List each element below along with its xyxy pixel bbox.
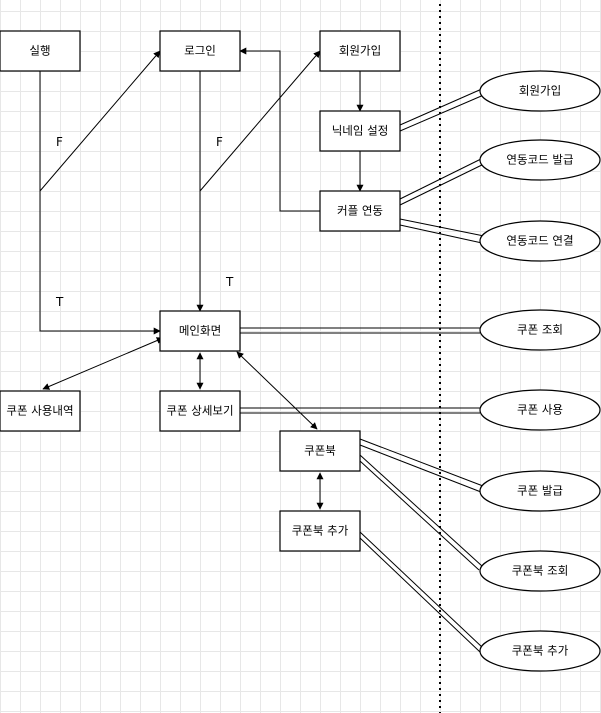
svg-text:커플 연동: 커플 연동: [337, 204, 383, 218]
svg-text:로그인: 로그인: [184, 44, 216, 58]
edge-label-run-false: F: [56, 135, 63, 149]
node-run: 실행: [0, 30, 81, 72]
svg-text:쿠폰북 조회: 쿠폰북 조회: [512, 564, 569, 578]
double-line-detail-coupon-use: [240, 407, 480, 414]
svg-text:쿠폰 사용내역: 쿠폰 사용내역: [6, 404, 73, 418]
svg-text:메인화면: 메인화면: [179, 324, 221, 338]
svg-text:쿠폰 발급: 쿠폰 발급: [517, 484, 563, 498]
double-line-nickname-signup: [399, 87, 487, 132]
double-line-couponbook-add-oval: [359, 531, 484, 653]
svg-text:연동코드 발급: 연동코드 발급: [506, 153, 573, 167]
node-couponbook-add: 쿠폰북 추가: [279, 510, 361, 552]
node-signup: 회원가입: [319, 30, 401, 72]
oval-code-issue: 연동코드 발급: [479, 139, 601, 181]
node-nickname: 닉네임 설정: [319, 110, 401, 152]
svg-text:쿠폰북 추가: 쿠폰북 추가: [292, 524, 349, 538]
oval-signup: 회원가입: [479, 70, 601, 112]
node-login: 로그인: [159, 30, 241, 72]
double-line-main-coupon-view: [240, 327, 480, 334]
oval-code-link: 연동코드 연결: [479, 220, 601, 262]
svg-text:연동코드 연결: 연동코드 연결: [506, 234, 573, 248]
double-line-couple-code-issue: [399, 156, 489, 206]
edge-login-to-signup: [199, 50, 321, 192]
double-line-couponbook-couponbook-view: [359, 454, 483, 571]
svg-text:닉네임 설정: 닉네임 설정: [332, 124, 389, 138]
svg-text:실행: 실행: [29, 44, 50, 58]
edge-main-history: [42, 337, 164, 390]
svg-text:쿠폰 조회: 쿠폰 조회: [517, 323, 563, 337]
node-couponbook: 쿠폰북: [279, 430, 361, 472]
edge-run-to-main: [39, 191, 161, 335]
edge-couple-to-login: [239, 47, 320, 212]
edge-label-run-true: T: [55, 295, 64, 309]
svg-text:쿠폰북 추가: 쿠폰북 추가: [512, 644, 569, 658]
double-line-couple-code-link: [399, 218, 485, 244]
svg-text:쿠폰 상세보기: 쿠폰 상세보기: [166, 404, 233, 418]
oval-couponbook-add: 쿠폰북 추가: [479, 630, 601, 672]
svg-text:회원가입: 회원가입: [519, 84, 561, 98]
oval-coupon-issue: 쿠폰 발급: [479, 470, 601, 512]
node-couple: 커플 연동: [319, 190, 401, 232]
double-line-couponbook-coupon-issue: [359, 438, 484, 493]
edge-label-login-false: F: [216, 135, 223, 149]
edge-main-couponbook: [236, 351, 318, 430]
svg-text:쿠폰 사용: 쿠폰 사용: [517, 403, 563, 417]
node-main: 메인화면: [159, 310, 241, 352]
node-history: 쿠폰 사용내역: [0, 390, 81, 432]
svg-text:쿠폰북: 쿠폰북: [304, 444, 336, 458]
connectors: [39, 47, 489, 653]
edge-label-login-true: T: [225, 275, 234, 289]
svg-text:회원가입: 회원가입: [339, 44, 381, 58]
oval-coupon-view: 쿠폰 조회: [479, 309, 601, 351]
node-detail: 쿠폰 상세보기: [159, 390, 241, 432]
oval-couponbook-view: 쿠폰북 조회: [479, 550, 601, 592]
oval-coupon-use: 쿠폰 사용: [479, 389, 601, 431]
edge-run-to-login: [39, 50, 161, 193]
